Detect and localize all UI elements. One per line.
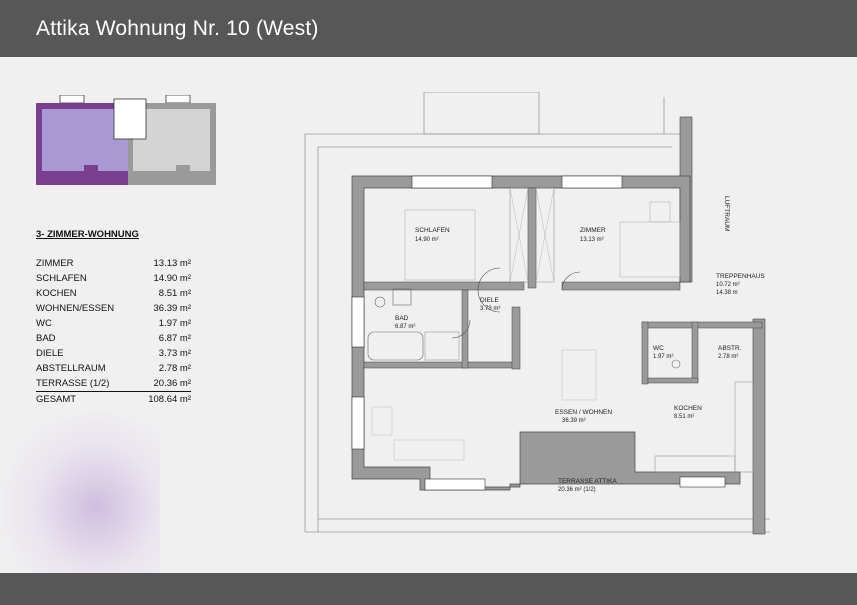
room-label-schlafen: SCHLAFEN: [415, 227, 450, 234]
room-length-treppenhaus: 14.38 m: [716, 290, 738, 296]
floor-plan: SCHLAFEN 14.90 m² ZIMMER 13.13 m² BAD 6.…: [304, 92, 770, 535]
room-area-treppenhaus: 10.72 m²: [716, 282, 740, 288]
room-area-essen: 36.39 m²: [562, 418, 586, 424]
room-label-abstr: ABSTR.: [718, 345, 742, 352]
room-area-schlafen: 14.90 m²: [415, 237, 439, 243]
room-area-terrasse: 20.36 m² (1/2): [558, 487, 596, 493]
room-area-zimmer: 13.13 m²: [580, 237, 604, 243]
room-label-wc: WC: [653, 345, 664, 352]
lavender-decoration: [0, 410, 160, 573]
room-label-zimmer: ZIMMER: [580, 227, 606, 234]
room-label-terrasse: TERRASSE ATTIKA: [558, 478, 617, 485]
header-bar: Attika Wohnung Nr. 10 (West): [0, 0, 857, 57]
unit-type-title: 3- ZIMMER-WOHNUNG: [36, 229, 139, 240]
key-plan: [36, 95, 216, 185]
room-label-kochen: KOCHEN: [674, 405, 702, 412]
room-area-diele: 3.73 m²: [480, 306, 500, 312]
room-area-bad: 6.87 m²: [395, 324, 415, 330]
room-label-essen: ESSEN / WOHNEN: [555, 409, 612, 416]
page-title: Attika Wohnung Nr. 10 (West): [36, 17, 319, 40]
footer-bar: [0, 573, 857, 605]
room-area-abstr: 2.78 m²: [718, 354, 738, 360]
room-label-diele: DIELE: [480, 297, 499, 304]
room-label-bad: BAD: [395, 315, 409, 322]
table-row: TERRASSE (1/2)20.36 m²: [36, 376, 191, 392]
luftraum-label: LUFTRAUM: [723, 196, 730, 231]
room-area-wc: 1.97 m²: [653, 354, 673, 360]
room-label-treppenhaus: TREPPENHAUS: [716, 273, 765, 280]
room-area-kochen: 8.51 m²: [674, 414, 694, 420]
